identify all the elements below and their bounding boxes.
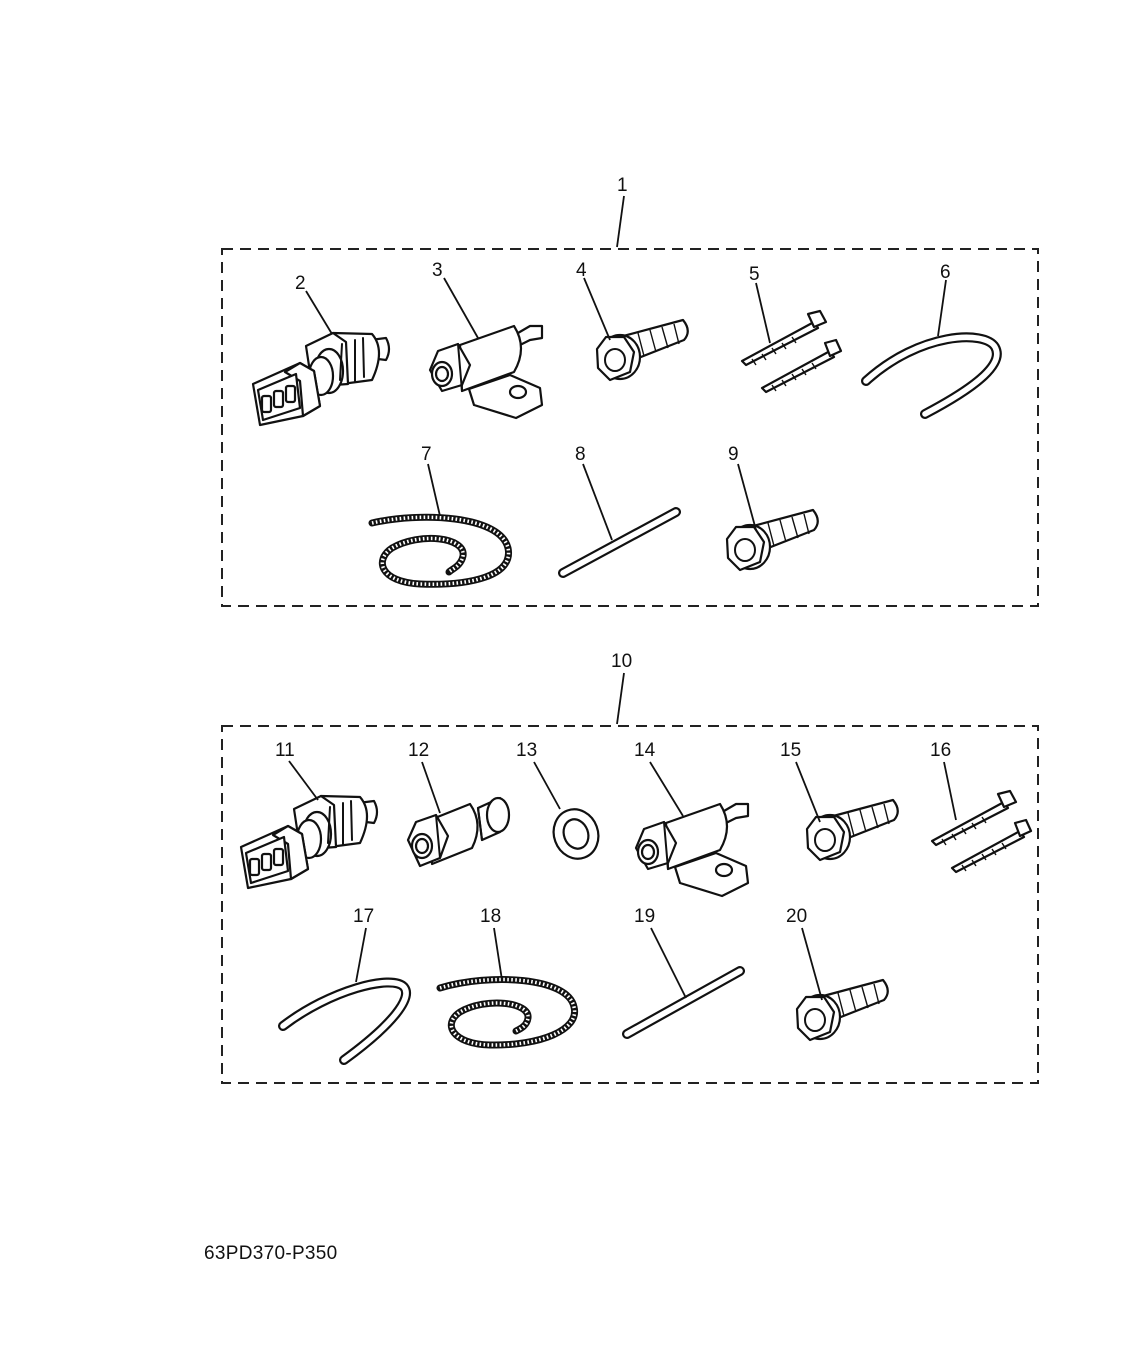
hose-part <box>861 332 1002 419</box>
part-6-callout: 6 <box>940 262 951 283</box>
bolt-part <box>795 978 889 1042</box>
part-11-callout: 11 <box>275 740 295 761</box>
pressure-sensor-part <box>239 794 379 890</box>
kit-1-callout: 1 <box>617 175 628 196</box>
part-17-callout: 17 <box>353 906 374 927</box>
part-8-callout: 8 <box>575 444 586 465</box>
cable-tie-part <box>930 789 1033 874</box>
bolt-part <box>805 798 899 862</box>
part-16-callout: 16 <box>930 740 951 761</box>
part-18-callout: 18 <box>480 906 501 927</box>
part-5-callout: 5 <box>749 264 760 285</box>
adapter-part <box>406 796 511 868</box>
cable-tie-part <box>740 309 843 394</box>
washer-part <box>552 808 600 860</box>
kit-10-callout: 10 <box>611 651 632 672</box>
part-3-callout: 3 <box>432 260 443 281</box>
part-15-callout: 15 <box>780 740 801 761</box>
part-20-callout: 20 <box>786 906 807 927</box>
protector-coil-part <box>436 976 579 1049</box>
part-19-callout: 19 <box>634 906 655 927</box>
part-4-callout: 4 <box>576 260 587 281</box>
hose-part <box>278 977 411 1065</box>
part-9-callout: 9 <box>728 444 739 465</box>
kit-10-box <box>221 725 1039 1084</box>
joint-bracket-part <box>428 324 544 420</box>
part-7-callout: 7 <box>421 444 432 465</box>
kit-1-box <box>221 248 1039 607</box>
tube-part <box>622 966 745 1039</box>
part-14-callout: 14 <box>634 740 656 761</box>
joint-bracket-part <box>634 802 750 898</box>
part-12-callout: 12 <box>408 740 429 761</box>
bolt-part <box>725 508 819 572</box>
tube-part <box>558 507 681 578</box>
pressure-sensor-part <box>251 331 391 427</box>
bolt-part <box>595 318 689 382</box>
drawing-code: 63PD370-P350 <box>204 1243 338 1264</box>
part-2-callout: 2 <box>295 273 306 294</box>
part-13-callout: 13 <box>516 740 537 761</box>
protector-coil-part <box>368 513 512 588</box>
